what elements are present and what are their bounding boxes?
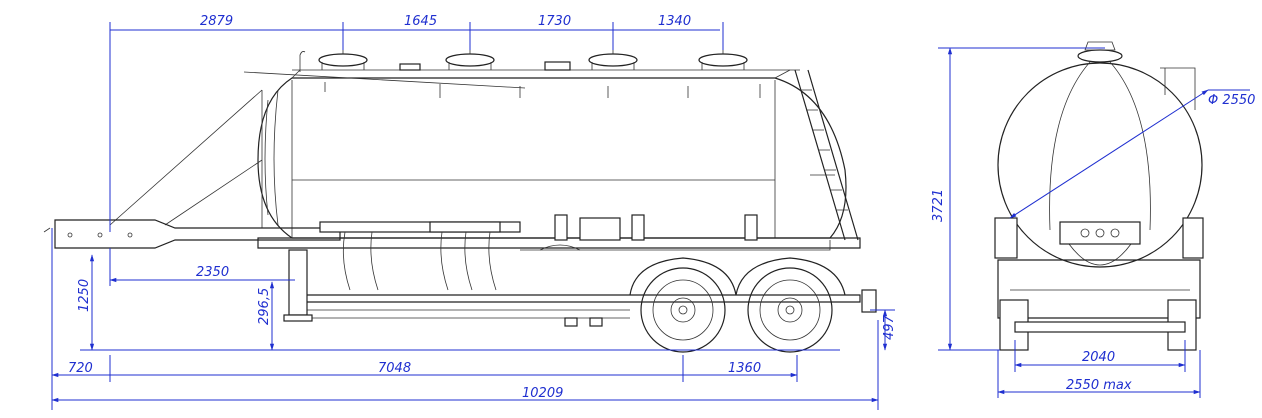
front-brace [109,89,263,228]
hatch-4 [698,48,748,70]
rear-chassis [994,217,1204,351]
hatch-2 [445,48,495,70]
toolbox [564,317,578,327]
dim-7048: 7048 [378,361,411,376]
dim-3721: 3721 [931,189,946,222]
dim-296-5: 296,5 [257,288,272,325]
hatch-3 [588,48,638,70]
dim-2879: 2879 [200,14,233,29]
rear-dimensions [938,47,1250,398]
rear-ladder [794,69,859,241]
dim-1340: 1340 [658,14,691,29]
dim-1250: 1250 [77,279,92,312]
top-platform [399,63,421,71]
discharge-pipes [319,214,831,291]
top-platform-2 [544,61,571,71]
dim-diameter-2550: Φ 2550 [1208,93,1255,108]
dim-1730: 1730 [538,14,571,29]
hatch-1 [318,48,368,70]
side-view: 2879 1645 1730 1340 1250 2350 296,5 497 … [43,14,897,410]
wheel-front [640,267,726,353]
dim-497: 497 [882,314,897,340]
dim-2350: 2350 [196,265,229,280]
side-dimensions [51,22,895,410]
wheel-rear [747,267,833,353]
chassis-frame [43,219,861,319]
dim-1360: 1360 [728,361,761,376]
wheel-fender [629,257,846,296]
support-leg [283,249,313,322]
dim-1645: 1645 [404,14,437,29]
dim-2550-max: 2550 max [1066,378,1132,393]
rear-view: 3721 Φ 2550 2040 2550 max [931,41,1255,398]
cement-tank [257,69,847,239]
dim-720: 720 [68,361,93,376]
dim-2040: 2040 [1082,350,1115,365]
dim-10209: 10209 [522,386,563,401]
rear-tank [997,41,1203,268]
rear-bumper [861,289,877,313]
handrail [243,51,526,89]
